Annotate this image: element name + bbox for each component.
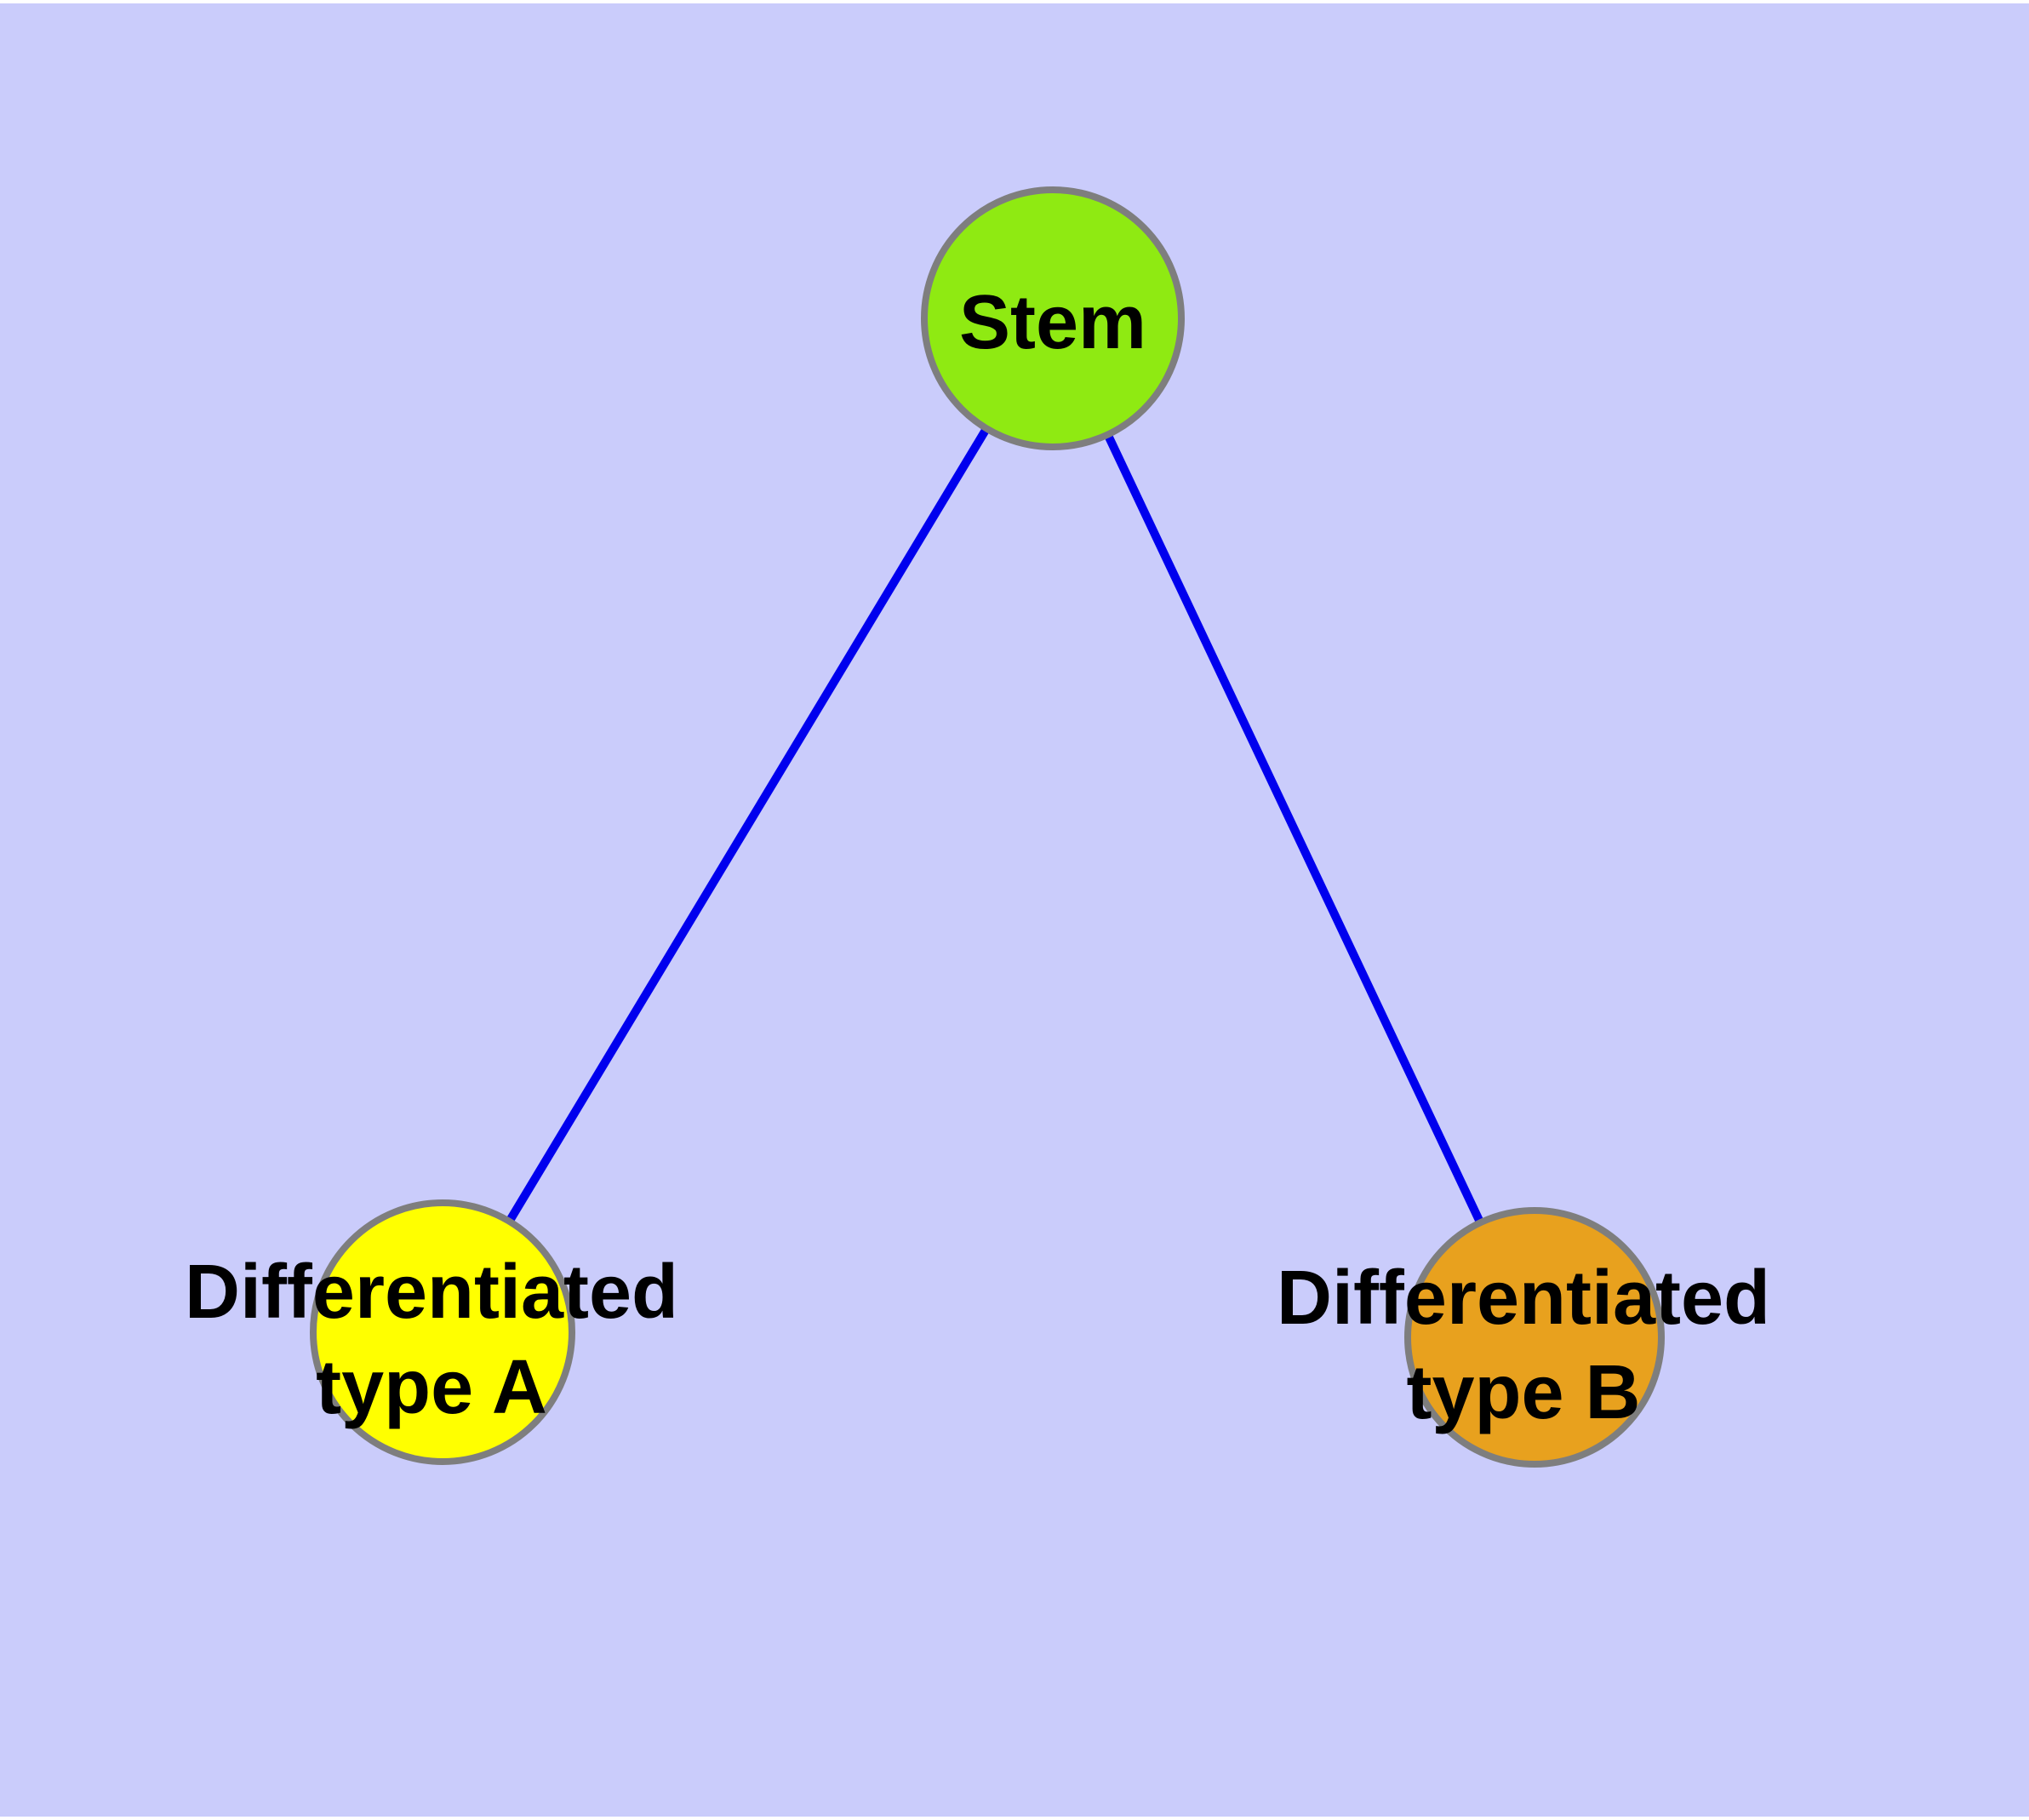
node-stem	[921, 186, 1185, 450]
node-differentiated-type-b-label-line2: type B	[1406, 1350, 1640, 1435]
node-stem-label: Stem	[959, 280, 1146, 365]
node-differentiated-type-a-label-line1: Differentiated	[185, 1250, 678, 1335]
node-differentiated-type-a-label-line2: type A	[316, 1345, 547, 1430]
edge-stem-to-type-b	[1049, 316, 1539, 1340]
edge-stem-to-type-a	[438, 316, 1057, 1335]
node-differentiated-type-b	[1404, 1207, 1665, 1468]
node-differentiated-type-b-label-line1: Differentiated	[1277, 1256, 1770, 1341]
node-differentiated-type-a	[310, 1199, 575, 1465]
